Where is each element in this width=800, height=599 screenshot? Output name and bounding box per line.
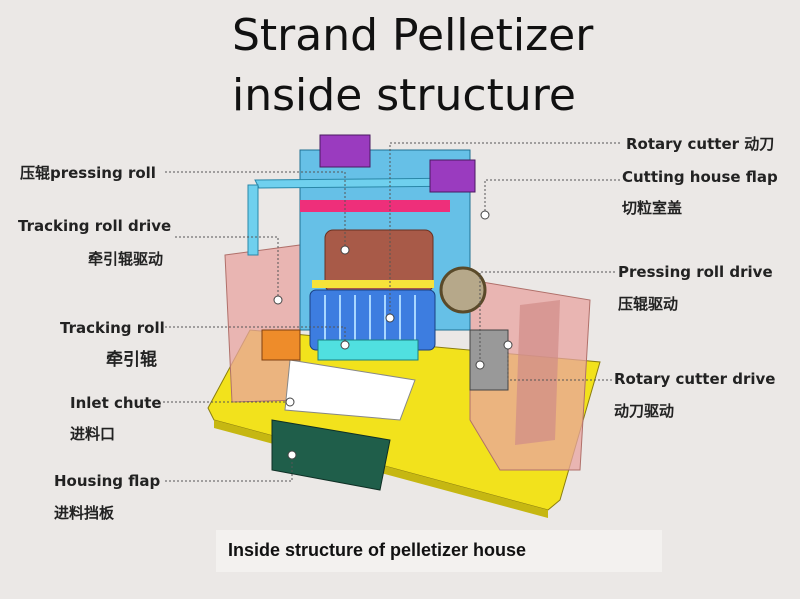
label-rotary-cutter: Rotary cutter 动刀 bbox=[626, 135, 775, 153]
label-tracking-roll-cn: 牵引辊 bbox=[106, 350, 157, 370]
title-line-2: inside structure bbox=[232, 70, 576, 121]
title-line-1: Strand Pelletizer bbox=[232, 10, 594, 61]
label-inlet-chute: Inlet chute bbox=[70, 394, 162, 412]
caption-bar: Inside structure of pelletizer house bbox=[216, 530, 662, 572]
label-inlet-chute-cn: 进料口 bbox=[70, 425, 116, 443]
leader-dots bbox=[273, 210, 513, 460]
label-pressing-roll: 压辊pressing roll bbox=[20, 164, 156, 182]
drive-gear bbox=[439, 266, 487, 314]
yellow-bar bbox=[312, 280, 434, 288]
label-cutting-house-flap-cn: 切粒室盖 bbox=[622, 199, 683, 217]
cutter-grooves bbox=[324, 295, 416, 345]
label-pressing-roll-drive-cn: 压辊驱动 bbox=[618, 295, 679, 313]
pressing-roll-shaft bbox=[300, 200, 450, 212]
label-tracking-roll-drive: Tracking roll drive bbox=[18, 217, 172, 235]
caption-text: Inside structure of pelletizer house bbox=[228, 540, 527, 560]
label-tracking-roll: Tracking roll bbox=[60, 319, 165, 337]
cyan-roll bbox=[317, 339, 419, 361]
label-tracking-roll-drive-cn: 牵引辊驱动 bbox=[88, 250, 164, 268]
right-housing-side bbox=[515, 300, 560, 445]
guide-post bbox=[247, 184, 259, 256]
inlet-chute-plate bbox=[284, 359, 416, 421]
right-drive-block bbox=[469, 329, 509, 391]
left-drive-block bbox=[261, 329, 301, 361]
motor-left bbox=[319, 134, 371, 168]
label-pressing-roll-drive: Pressing roll drive bbox=[618, 263, 773, 281]
motor-right bbox=[429, 159, 476, 193]
label-housing-flap-cn: 进料挡板 bbox=[54, 504, 115, 522]
label-rotary-cutter-drive: Rotary cutter drive bbox=[614, 370, 776, 388]
label-cutting-house-flap: Cutting house flap bbox=[622, 168, 778, 186]
label-rotary-cutter-drive-cn: 动刀驱动 bbox=[614, 402, 675, 420]
leader-lines bbox=[163, 142, 620, 482]
housing-flap-plate bbox=[271, 419, 391, 491]
label-housing-flap: Housing flap bbox=[54, 472, 161, 490]
